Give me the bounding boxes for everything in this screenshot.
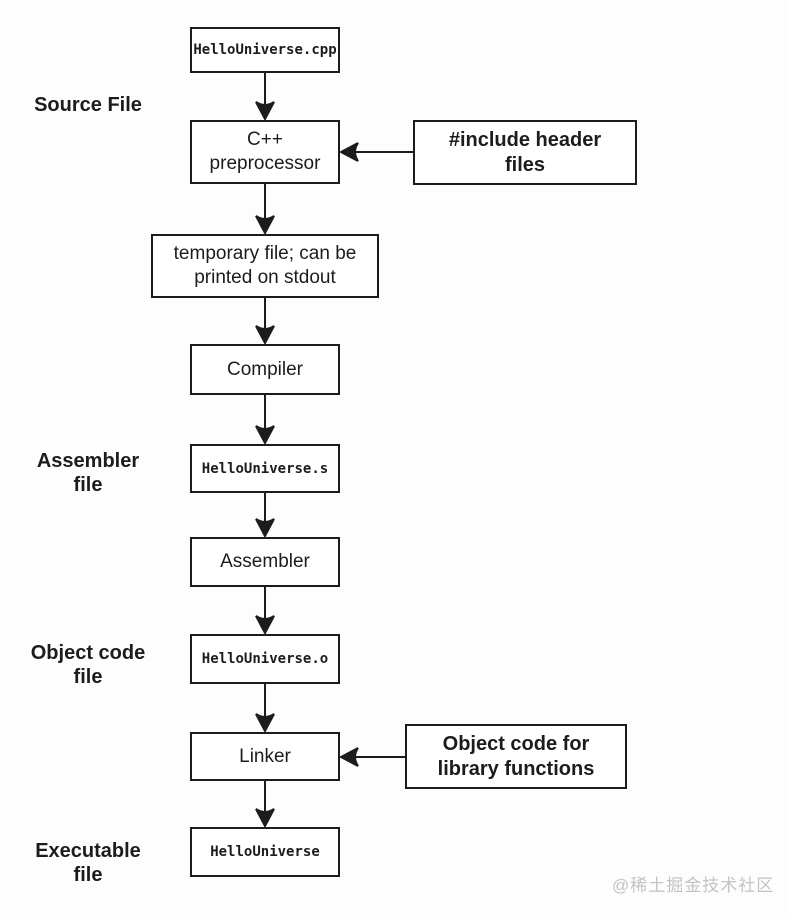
- stage-label-source-file: Source File: [34, 94, 142, 116]
- arrow-objfile-to-linker: [255, 684, 275, 734]
- node-object-file: HelloUniverse.o: [190, 634, 340, 684]
- arrow-libobjects-to-linker: [338, 747, 405, 767]
- arrow-headers-to-preprocessor: [338, 142, 413, 162]
- arrow-tempfile-to-compiler: [255, 298, 275, 346]
- node-compiler: Compiler: [190, 344, 340, 395]
- node-assembler: Assembler: [190, 537, 340, 587]
- node-executable: HelloUniverse: [190, 827, 340, 877]
- node-include-header-files: #include header files: [413, 120, 637, 185]
- arrow-preprocessor-to-tempfile: [255, 184, 275, 236]
- arrow-source-to-preprocessor: [255, 73, 275, 122]
- watermark-text: @稀土掘金技术社区: [612, 876, 775, 895]
- node-library-object-code: Object code for library functions: [405, 724, 627, 789]
- arrow-linker-to-executable: [255, 781, 275, 829]
- stage-label-assembler-file: Assembler file: [36, 450, 140, 496]
- node-cpp-preprocessor: C++ preprocessor: [190, 120, 340, 184]
- arrow-asmfile-to-assembler: [255, 493, 275, 539]
- stage-label-executable-file: Executable file: [35, 840, 141, 886]
- node-linker: Linker: [190, 732, 340, 781]
- arrow-compiler-to-asmfile: [255, 395, 275, 446]
- arrow-assembler-to-objfile: [255, 587, 275, 636]
- stage-label-object-code-file: Object code file: [30, 642, 146, 688]
- node-source-cpp-file: HelloUniverse.cpp: [190, 27, 340, 73]
- node-temporary-file: temporary file; can be printed on stdout: [151, 234, 379, 298]
- node-assembler-output-file: HelloUniverse.s: [190, 444, 340, 493]
